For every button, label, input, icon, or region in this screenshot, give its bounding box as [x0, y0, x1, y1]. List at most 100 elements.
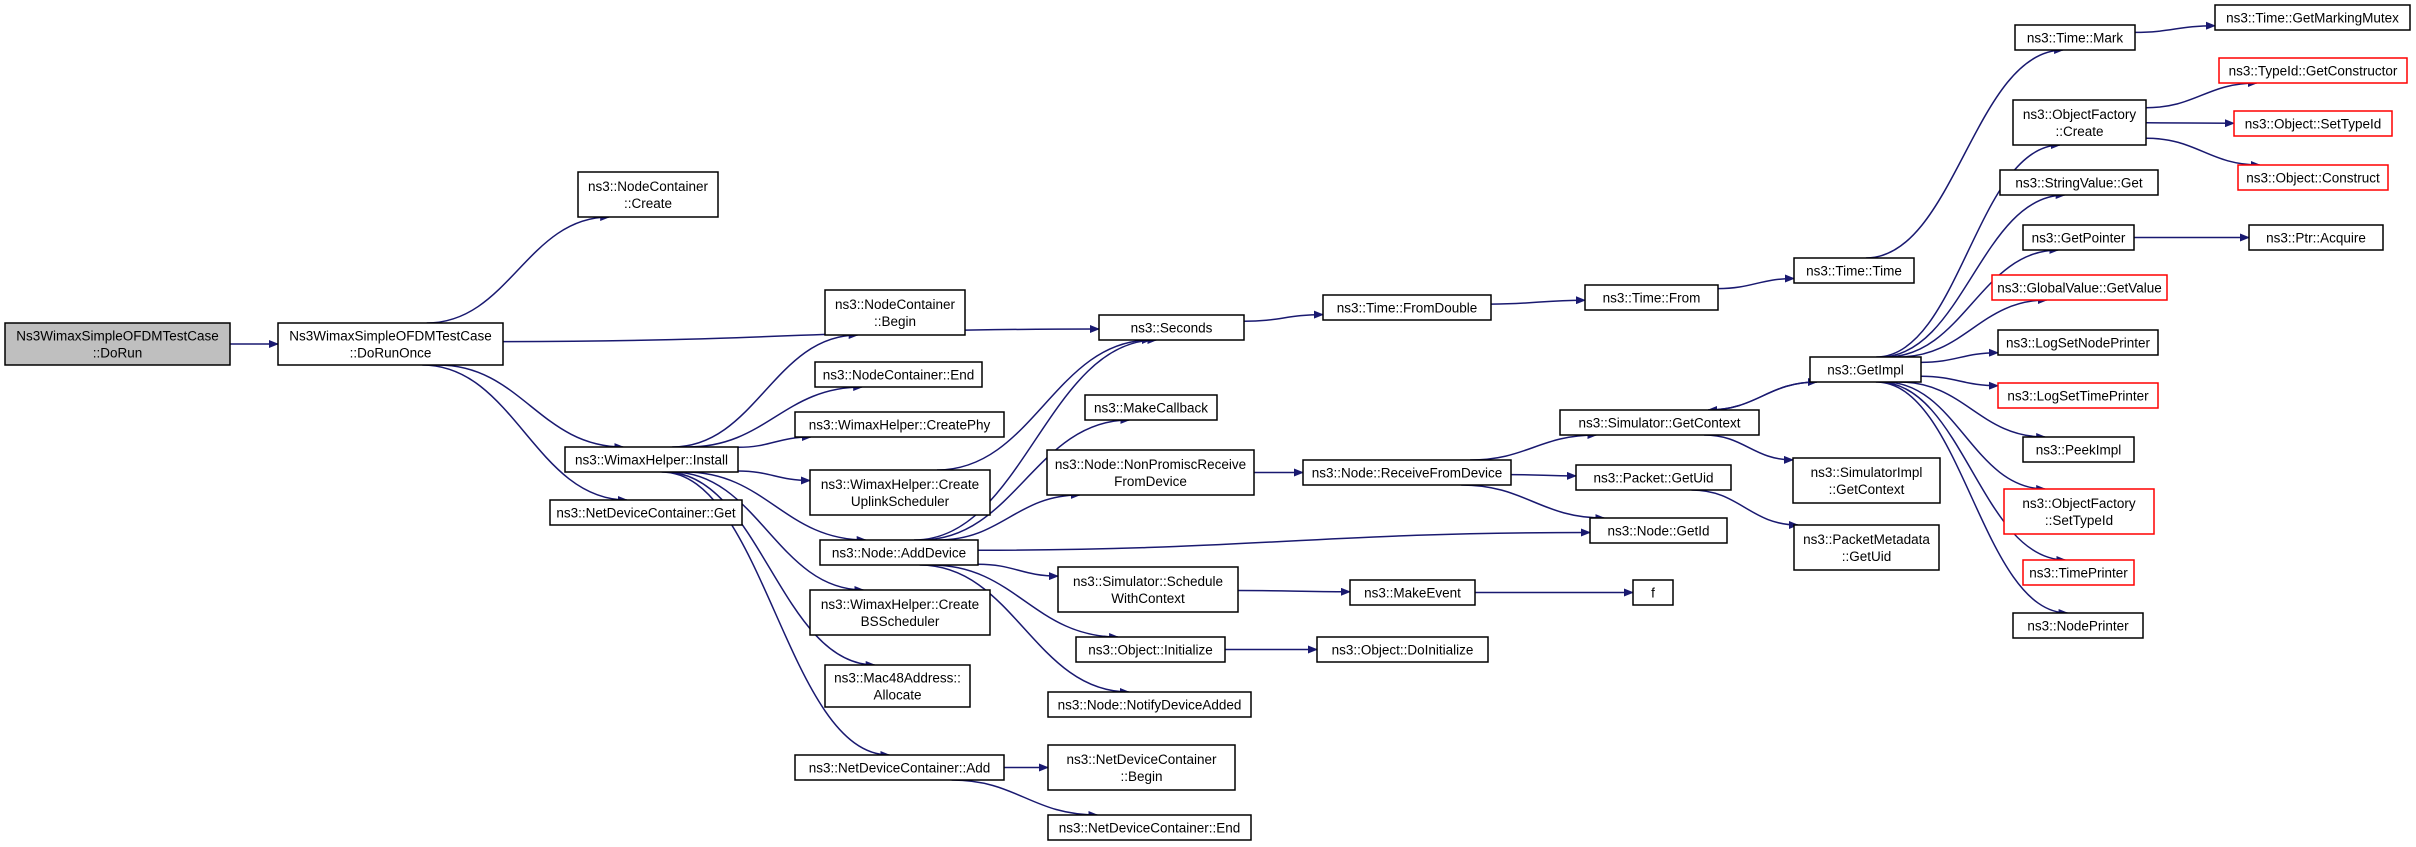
node-box[interactable] [549, 499, 743, 526]
node-box[interactable] [2014, 24, 2136, 51]
node-box[interactable] [1589, 517, 1728, 544]
graph-node-doInit[interactable]: ns3::Object::DoInitialize [1316, 636, 1489, 663]
graph-node-getMarkingMutex[interactable]: ns3::Time::GetMarkingMutex [2214, 4, 2411, 31]
node-box[interactable] [2248, 224, 2384, 251]
graph-node-ptrAcquire[interactable]: ns3::Ptr::Acquire [2248, 224, 2384, 251]
graph-node-objConstruct[interactable]: ns3::Object::Construct [2237, 164, 2389, 191]
graph-node-getContext[interactable]: ns3::Simulator::GetContext [1559, 409, 1760, 436]
node-box[interactable] [794, 411, 1005, 438]
node-box[interactable] [1809, 356, 1922, 383]
graph-node-ofSetTypeId[interactable]: ns3::ObjectFactory::SetTypeId [2003, 488, 2155, 535]
graph-node-macAllocate[interactable]: ns3::Mac48Address::Allocate [824, 664, 971, 708]
node-box[interactable] [1075, 636, 1226, 663]
node-box[interactable] [2012, 99, 2147, 146]
graph-node-ofCreate[interactable]: ns3::ObjectFactory::Create [2012, 99, 2147, 146]
graph-node-fromDouble[interactable]: ns3::Time::FromDouble [1322, 294, 1492, 321]
node-box[interactable] [1057, 566, 1239, 613]
node-box[interactable] [2237, 164, 2389, 191]
node-box[interactable] [1997, 329, 2159, 356]
graph-node-gvGetValue[interactable]: ns3::GlobalValue::GetValue [1991, 274, 2168, 301]
node-box[interactable] [1793, 257, 1915, 284]
node-box[interactable] [2003, 488, 2155, 535]
graph-node-doRunOnce[interactable]: Ns3WimaxSimpleOFDMTestCase::DoRunOnce [277, 322, 504, 366]
node-box[interactable] [814, 361, 983, 388]
graph-node-receiveFrom[interactable]: ns3::Node::ReceiveFromDevice [1302, 459, 1512, 486]
node-box[interactable] [809, 589, 991, 636]
graph-node-ncCreate[interactable]: ns3::NodeContainer::Create [577, 171, 719, 218]
graph-node-simImplCtx[interactable]: ns3::SimulatorImpl::GetContext [1792, 457, 1941, 504]
graph-node-peekImpl[interactable]: ns3::PeekImpl [2022, 436, 2135, 463]
node-box[interactable] [1632, 579, 1674, 606]
node-box[interactable] [824, 289, 966, 336]
node-box[interactable] [824, 664, 971, 708]
node-box[interactable] [577, 171, 719, 218]
graph-node-install[interactable]: ns3::WimaxHelper::Install [564, 446, 739, 473]
node-box[interactable] [1098, 314, 1245, 341]
graph-node-logNode[interactable]: ns3::LogSetNodePrinter [1997, 329, 2159, 356]
graph-node-svGet[interactable]: ns3::StringValue::Get [1999, 169, 2159, 196]
graph-node-objSetTypeId[interactable]: ns3::Object::SetTypeId [2233, 110, 2393, 137]
graph-node-f[interactable]: f [1632, 579, 1674, 606]
graph-node-getImpl[interactable]: ns3::GetImpl [1809, 356, 1922, 383]
graph-node-ndcEnd[interactable]: ns3::NetDeviceContainer::End [1047, 814, 1252, 841]
node-box[interactable] [1793, 524, 1940, 571]
graph-node-nodePrinter[interactable]: ns3::NodePrinter [2012, 612, 2144, 639]
graph-node-getId[interactable]: ns3::Node::GetId [1589, 517, 1728, 544]
graph-node-ncEnd[interactable]: ns3::NodeContainer::End [814, 361, 983, 388]
node-box[interactable] [1047, 744, 1236, 791]
node-box[interactable] [1322, 294, 1492, 321]
node-box[interactable] [2012, 612, 2144, 639]
node-box[interactable] [2022, 436, 2135, 463]
graph-node-getPointer[interactable]: ns3::GetPointer [2022, 224, 2135, 251]
graph-node-createPhy[interactable]: ns3::WimaxHelper::CreatePhy [794, 411, 1005, 438]
graph-node-makeCallback[interactable]: ns3::MakeCallback [1084, 394, 1218, 421]
graph-node-root[interactable]: Ns3WimaxSimpleOFDMTestCase::DoRun [4, 322, 231, 366]
node-box[interactable] [809, 469, 991, 516]
node-box[interactable] [819, 539, 979, 566]
node-box[interactable] [2233, 110, 2393, 137]
graph-node-ndcBegin[interactable]: ns3::NetDeviceContainer::Begin [1047, 744, 1236, 791]
graph-node-getUid[interactable]: ns3::Packet::GetUid [1575, 464, 1732, 491]
node-box[interactable] [2214, 4, 2411, 31]
node-box[interactable] [1084, 394, 1218, 421]
graph-node-addDevice[interactable]: ns3::Node::AddDevice [819, 539, 979, 566]
node-box[interactable] [2022, 559, 2135, 586]
node-box[interactable] [1991, 274, 2168, 301]
node-box[interactable] [1047, 691, 1252, 718]
graph-node-ndcAdd[interactable]: ns3::NetDeviceContainer::Add [794, 754, 1005, 781]
graph-node-pmGetUid[interactable]: ns3::PacketMetadata::GetUid [1793, 524, 1940, 571]
graph-node-logTime[interactable]: ns3::LogSetTimePrinter [1997, 382, 2159, 409]
node-box[interactable] [1047, 814, 1252, 841]
graph-node-getConstructor[interactable]: ns3::TypeId::GetConstructor [2218, 57, 2408, 84]
graph-node-timeTime[interactable]: ns3::Time::Time [1793, 257, 1915, 284]
node-box[interactable] [4, 322, 231, 366]
node-box[interactable] [1792, 457, 1941, 504]
graph-node-notifyAdded[interactable]: ns3::Node::NotifyDeviceAdded [1047, 691, 1252, 718]
node-box[interactable] [1349, 579, 1476, 606]
node-box[interactable] [794, 754, 1005, 781]
node-box[interactable] [1999, 169, 2159, 196]
node-box[interactable] [1584, 284, 1719, 311]
graph-node-seconds[interactable]: ns3::Seconds [1098, 314, 1245, 341]
node-box[interactable] [277, 322, 504, 366]
node-box[interactable] [564, 446, 739, 473]
node-box[interactable] [2022, 224, 2135, 251]
graph-node-makeEvent[interactable]: ns3::MakeEvent [1349, 579, 1476, 606]
node-box[interactable] [1559, 409, 1760, 436]
graph-node-ndcGet[interactable]: ns3::NetDeviceContainer::Get [549, 499, 743, 526]
graph-node-timeMark[interactable]: ns3::Time::Mark [2014, 24, 2136, 51]
node-box[interactable] [1575, 464, 1732, 491]
node-box[interactable] [1302, 459, 1512, 486]
node-box[interactable] [2218, 57, 2408, 84]
node-box[interactable] [1316, 636, 1489, 663]
graph-node-objInit[interactable]: ns3::Object::Initialize [1075, 636, 1226, 663]
node-box[interactable] [1997, 382, 2159, 409]
graph-node-timeFrom[interactable]: ns3::Time::From [1584, 284, 1719, 311]
graph-node-ncBegin[interactable]: ns3::NodeContainer::Begin [824, 289, 966, 336]
node-box[interactable] [1046, 449, 1255, 496]
graph-node-timePrinter[interactable]: ns3::TimePrinter [2022, 559, 2135, 586]
